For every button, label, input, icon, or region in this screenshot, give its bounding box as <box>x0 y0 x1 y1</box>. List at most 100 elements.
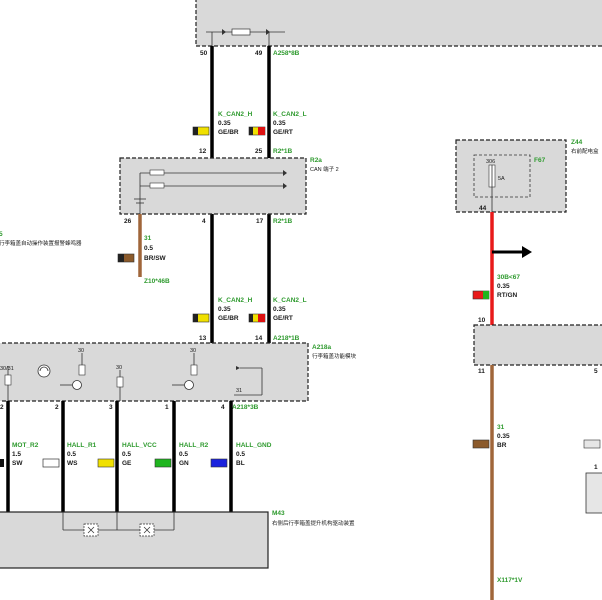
pin-1-right: 1 <box>594 464 598 471</box>
color-swatch-ge-rt-1 <box>248 126 266 136</box>
module-m43-name: 右侧后行李箱盖提升机构驱动装置 <box>272 519 355 527</box>
wire-size-3: 0.35 <box>218 306 231 313</box>
module-z44-name: 右前配电盒 <box>571 147 599 155</box>
pin-1: 1 <box>165 404 169 411</box>
color-swatch-ws <box>42 458 60 468</box>
ground-wire-right-number: 31 <box>497 424 505 431</box>
ground-wire-number: 31 <box>144 235 152 242</box>
wire-hall-r2-name: HALL_R2 <box>179 442 209 449</box>
pin-5: 5 <box>594 368 598 375</box>
supply-wire-color: RT/GN <box>497 292 518 299</box>
module-m43-code: M43 <box>272 510 285 517</box>
module-a218a-label-30-b: 30 <box>116 365 122 371</box>
module-a258 <box>195 0 602 47</box>
module-z44-code: Z44 <box>571 139 583 146</box>
color-swatch-ge-br-1 <box>192 126 210 136</box>
wire-k-can2-l-2: K_CAN2_L <box>273 297 307 304</box>
left-cut-label: 5 <box>0 231 3 238</box>
fuse-f67: F67 <box>534 157 546 164</box>
module-right-lower <box>473 324 602 366</box>
module-a218a-code: A218a <box>312 344 332 351</box>
wire-hall-r1-size: 0.5 <box>67 451 76 458</box>
module-a218a-name: 行李箱盖功能模块 <box>312 352 357 360</box>
module-a218a-label-31: 31 <box>236 388 242 394</box>
pin-44: 44 <box>479 205 487 212</box>
module-r2a-name: CAN 端子 2 <box>310 165 339 173</box>
pin-12: 12 <box>199 148 207 155</box>
wire-color-4: GE/RT <box>273 315 293 322</box>
pin-10: 10 <box>478 317 486 324</box>
connector-a218-1b: A218*1B <box>273 335 300 342</box>
ground-point-z10-46b: Z10*46B <box>144 278 170 285</box>
ground-wire-color: BR/SW <box>144 255 167 262</box>
wire-hall-vcc-name: HALL_VCC <box>122 442 157 449</box>
partial-component-right <box>585 472 602 514</box>
module-a218a-label-30-a: 30 <box>78 348 84 354</box>
color-swatch-ge-br-2 <box>192 313 210 323</box>
wire-hall-r1-name: HALL_R1 <box>67 442 97 449</box>
wire-mot-r2-color: SW <box>12 460 23 467</box>
wire-size-4: 0.35 <box>273 306 286 313</box>
wire-color-1: GE/BR <box>218 129 239 136</box>
supply-arrow-head <box>522 246 532 258</box>
pin-13: 13 <box>199 335 207 342</box>
connector-r2-1b-top: R2*1B <box>273 148 292 155</box>
pin-2-b: 2 <box>55 404 59 411</box>
pin-14: 14 <box>255 335 263 342</box>
module-a218a-label-30-31: 30/31 <box>0 366 14 372</box>
wire-mot-r2-size: 1.5 <box>12 451 21 458</box>
left-cut-description: 行李箱盖自动操作装置报警蜂鸣器 <box>0 239 82 247</box>
pin-4: 4 <box>202 218 206 225</box>
pin-50: 50 <box>200 50 208 57</box>
connector-a258-8b: A258*8B <box>273 50 300 57</box>
wire-color-2: GE/RT <box>273 129 293 136</box>
color-swatch-br-sw <box>117 253 135 263</box>
color-swatch-ge <box>97 458 115 468</box>
wire-k-can2-l-1: K_CAN2_L <box>273 111 307 118</box>
connector-a218-3b: A218*3B <box>232 404 259 411</box>
wire-color-3: GE/BR <box>218 315 239 322</box>
module-a218a-label-30-c: 30 <box>190 348 196 354</box>
color-swatch-br <box>472 439 490 449</box>
module-m43 <box>0 511 269 569</box>
connector-r2-1b-bottom: R2*1B <box>273 218 292 225</box>
color-swatch-sw <box>0 459 4 467</box>
supply-wire-size: 0.35 <box>497 283 510 290</box>
pin-4-b: 4 <box>221 404 225 411</box>
wire-k-can2-h-2: K_CAN2_H <box>218 297 253 304</box>
wire-mot-r2-name: MOT_R2 <box>12 442 39 449</box>
wire-hall-gnd-color: BL <box>236 460 245 467</box>
pin-2-a: 2 <box>0 404 4 411</box>
pin-17: 17 <box>256 218 264 225</box>
ground-wire-right-color: BR <box>497 442 507 449</box>
wire-hall-r1-color: WS <box>67 460 78 467</box>
wire-hall-gnd-name: HALL_GND <box>236 442 272 449</box>
wire-k-can2-h-1: K_CAN2_H <box>218 111 253 118</box>
color-swatch-rt-gn <box>472 290 490 300</box>
pin-11: 11 <box>478 368 485 375</box>
ground-wire-size: 0.5 <box>144 245 153 252</box>
module-z44 <box>455 139 567 213</box>
module-r2a <box>119 157 307 215</box>
wire-hall-gnd-size: 0.5 <box>236 451 245 458</box>
can-wires <box>210 46 271 343</box>
module-r2a-code: R2a <box>310 157 322 164</box>
color-swatch-gn <box>154 458 172 468</box>
motor-wires <box>6 401 233 512</box>
connector-x117-1v: X117*1V <box>497 577 523 584</box>
wire-hall-r2-size: 0.5 <box>179 451 188 458</box>
color-swatch-partial-right <box>583 439 601 449</box>
module-a218a <box>0 342 309 402</box>
pin-25: 25 <box>255 148 263 155</box>
pin-26: 26 <box>124 218 132 225</box>
wire-hall-vcc-size: 0.5 <box>122 451 131 458</box>
supply-wire-name: 30B<67 <box>497 274 520 281</box>
pin-3: 3 <box>109 404 113 411</box>
wire-size-1: 0.35 <box>218 120 231 127</box>
wire-hall-r2-color: GN <box>179 460 189 467</box>
ground-wire-right-size: 0.35 <box>497 433 510 440</box>
fuse-rating: 5A <box>498 176 505 182</box>
color-swatch-ge-rt-2 <box>248 313 266 323</box>
pin-49: 49 <box>255 50 263 57</box>
